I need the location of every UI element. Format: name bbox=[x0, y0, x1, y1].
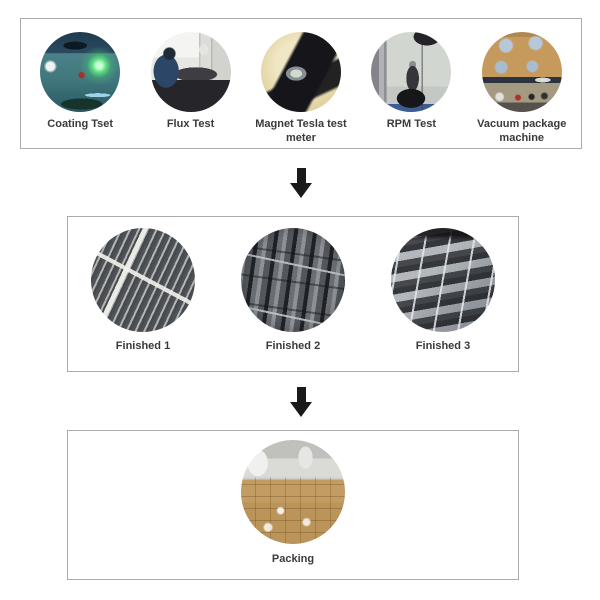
packing-section: Packing bbox=[67, 430, 519, 580]
flow-item-finished-2: Finished 2 bbox=[222, 228, 364, 354]
flux-test-photo bbox=[150, 32, 231, 112]
finished-1-photo bbox=[91, 228, 195, 332]
finished-section: Finished 1 Finished 2 Finished 3 bbox=[67, 216, 519, 372]
flow-item-label: Finished 3 bbox=[415, 340, 471, 352]
down-arrow-icon bbox=[290, 387, 312, 417]
arrow-stem bbox=[296, 168, 306, 183]
vacuum-package-machine-photo bbox=[481, 32, 562, 112]
flow-item-finished-1: Finished 1 bbox=[72, 228, 214, 354]
arrow-head bbox=[290, 402, 312, 417]
down-arrow-icon bbox=[290, 168, 312, 198]
flow-item-vacuum-package: Vacuum package machine bbox=[469, 32, 575, 146]
flow-item-magnet-tesla-test: Magnet Tesla test meter bbox=[248, 32, 354, 146]
flow-item-label: Vacuum package machine bbox=[477, 118, 567, 144]
arrow-stem bbox=[296, 387, 306, 402]
flow-item-packing: Packing bbox=[222, 440, 364, 567]
flow-item-label: Packing bbox=[271, 553, 315, 565]
coating-test-photo bbox=[40, 32, 121, 112]
arrow-head bbox=[290, 183, 312, 198]
rpm-test-photo bbox=[371, 32, 452, 112]
flow-item-flux-test: Flux Test bbox=[138, 32, 244, 132]
flow-item-coating-test: Coating Tset bbox=[27, 32, 133, 132]
flow-item-label: Finished 1 bbox=[115, 340, 171, 352]
flow-item-label: Flux Test bbox=[166, 118, 215, 130]
finished-3-photo bbox=[391, 228, 495, 332]
flow-item-finished-3: Finished 3 bbox=[372, 228, 514, 354]
flow-item-label: Coating Tset bbox=[47, 118, 114, 130]
finished-2-photo bbox=[241, 228, 345, 332]
packing-warehouse-photo bbox=[241, 440, 345, 544]
magnet-tesla-meter-photo bbox=[260, 32, 341, 112]
flow-item-label: Magnet Tesla test meter bbox=[255, 118, 347, 144]
flow-item-label: Finished 2 bbox=[265, 340, 321, 352]
flow-item-label: RPM Test bbox=[386, 118, 437, 130]
flow-item-rpm-test: RPM Test bbox=[358, 32, 464, 132]
tests-section: Coating Tset Flux Test Magnet Tesla test… bbox=[20, 18, 582, 149]
